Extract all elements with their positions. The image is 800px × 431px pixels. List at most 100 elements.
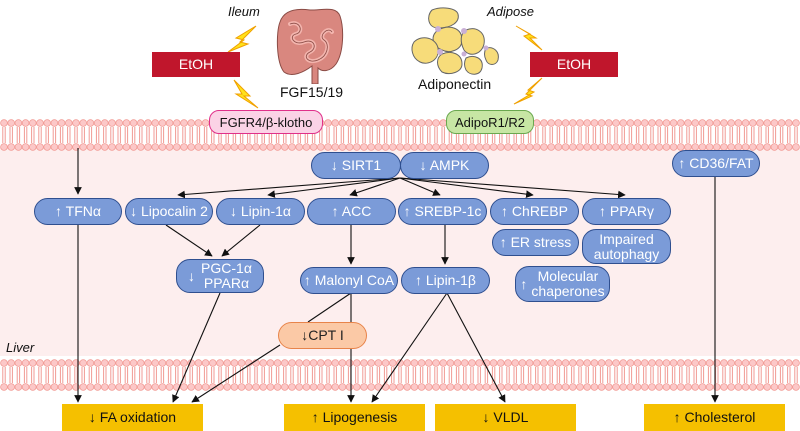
lipid-head: [230, 359, 239, 367]
lipid-head: [158, 383, 167, 391]
bottom-cell-membrane: [0, 359, 800, 391]
lipid-head: [316, 383, 325, 391]
lipid-head: [777, 383, 786, 391]
lipid-head: [410, 359, 419, 367]
lipocalin2-node: ↓ Lipocalin 2: [125, 198, 213, 225]
lipid-head: [727, 383, 735, 391]
chaperones-line2: chaperones: [531, 283, 605, 299]
lipid-head: [604, 119, 613, 127]
lipid-head: [432, 143, 440, 151]
lipid-head: [561, 359, 570, 367]
pgc1a-down-arrow: ↓: [188, 267, 196, 284]
lipid-head: [266, 143, 275, 151]
lipid-head: [684, 383, 692, 391]
cholesterol-outcome: ↑ Cholesterol: [644, 404, 785, 431]
lipid-head: [324, 143, 332, 151]
lipid-head: [648, 383, 656, 391]
lipid-head: [756, 359, 764, 367]
lipid-head: [266, 359, 275, 367]
lipid-head: [446, 383, 455, 391]
lipid-head: [115, 383, 123, 391]
lipid-head: [496, 143, 505, 151]
lipid-head: [784, 383, 793, 391]
lipid-head: [612, 143, 620, 151]
lipid-head: [115, 143, 123, 151]
lipid-head: [648, 359, 656, 367]
lipid-head: [93, 143, 102, 151]
lipid-head: [446, 143, 455, 151]
lipid-head: [79, 119, 87, 127]
lightning-icon: [515, 25, 543, 51]
lipid-head: [540, 119, 548, 127]
lipid-head: [720, 359, 728, 367]
arrow-ampk-srebp: [399, 177, 441, 196]
lipid-head: [604, 383, 613, 391]
lipid-head: [410, 383, 419, 391]
lipid-head: [410, 119, 419, 127]
lipid-head: [360, 143, 368, 151]
lipid-head: [619, 143, 627, 151]
lipid-head: [640, 143, 649, 151]
lipid-head: [568, 359, 577, 367]
lipid-head: [583, 359, 591, 367]
lipid-head: [280, 359, 289, 367]
lipid-head: [705, 119, 714, 127]
ppary-node: ↑ PPARγ: [582, 198, 671, 225]
lipid-head: [122, 359, 131, 367]
lightning-icon: [233, 79, 259, 109]
lipid-head: [352, 143, 361, 151]
lightning-icon: [513, 77, 543, 105]
lipid-head: [79, 359, 87, 367]
lipid-head: [741, 383, 750, 391]
lipid-head: [633, 119, 642, 127]
fa-oxidation-outcome: ↓ FA oxidation: [62, 404, 203, 431]
lipid-head: [36, 383, 44, 391]
lipid-head: [410, 143, 419, 151]
lipid-head: [468, 359, 476, 367]
molecular-chaperones-node: ↑ Molecular chaperones: [515, 266, 610, 302]
lipid-head: [288, 143, 296, 151]
lipid-head: [784, 119, 793, 127]
lipid-head: [14, 359, 23, 367]
lipid-head: [280, 383, 289, 391]
lipid-head: [194, 119, 203, 127]
lipid-head: [374, 119, 383, 127]
lipid-head: [158, 119, 167, 127]
lipid-head: [748, 383, 757, 391]
lipid-head: [115, 359, 123, 367]
lipid-head: [374, 359, 383, 367]
adipocytes-icon: [411, 7, 499, 75]
lipid-head: [432, 383, 440, 391]
ppara-label: PPARα: [203, 275, 250, 291]
lipogenesis-outcome: ↑ Lipogenesis: [284, 404, 425, 431]
lipid-head: [122, 383, 131, 391]
lipid-head: [230, 143, 239, 151]
lipid-head: [619, 383, 627, 391]
lipid-head: [525, 143, 534, 151]
lipid-head: [777, 359, 786, 367]
lipid-head: [583, 143, 591, 151]
lipid-head: [79, 383, 87, 391]
lipid-head: [122, 119, 131, 127]
lipid-head: [460, 359, 469, 367]
lipid-head: [194, 383, 203, 391]
lipid-head: [432, 359, 440, 367]
lipid-head: [57, 359, 66, 367]
arrow-ampk-lipin1a: [267, 177, 401, 198]
lipid-head: [324, 383, 332, 391]
lipid-head: [763, 383, 771, 391]
lipid-head: [597, 383, 606, 391]
lipid-head: [396, 119, 404, 127]
lipid-head: [583, 119, 591, 127]
lipid-head: [748, 143, 757, 151]
lipid-head: [720, 383, 728, 391]
lipid-head: [316, 143, 325, 151]
lipid-head: [655, 383, 663, 391]
arrow-ampk-ppary: [399, 177, 626, 199]
lipid-head: [640, 359, 649, 367]
lipid-head: [540, 383, 548, 391]
cpt1-node: ↓CPT I: [278, 322, 367, 349]
lipid-head: [352, 119, 361, 127]
vldl-outcome: ↓ VLDL: [435, 404, 576, 431]
